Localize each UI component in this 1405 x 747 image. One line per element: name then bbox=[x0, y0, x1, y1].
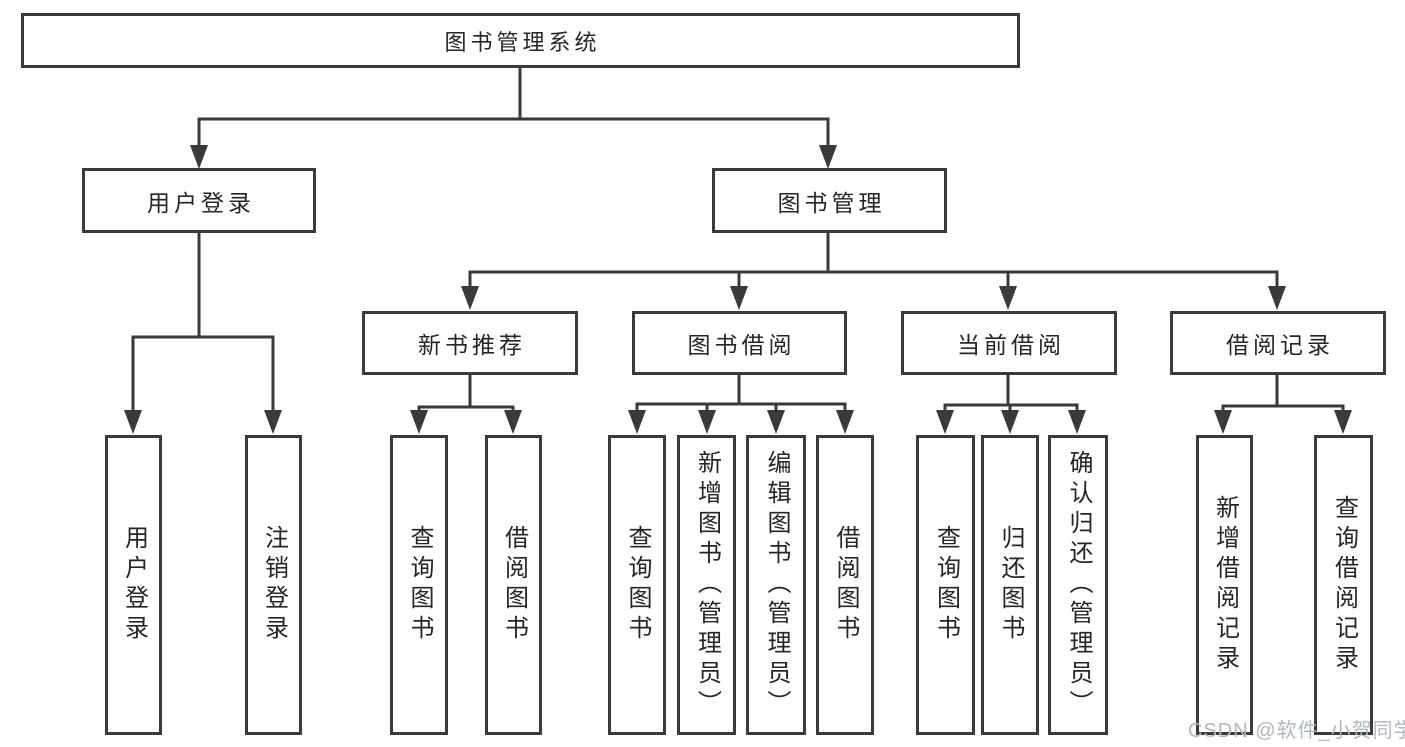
node-current-borrow: 当前借阅 bbox=[901, 311, 1117, 375]
node-root-system: 图书管理系统 bbox=[21, 13, 1020, 68]
leaf-logout-login: 注销登录 bbox=[245, 435, 302, 735]
node-user-login: 用户登录 bbox=[82, 168, 316, 233]
node-borrow-records: 借阅记录 bbox=[1170, 311, 1386, 375]
leaf-borrow-books: 借阅图书 bbox=[816, 435, 874, 735]
leaf-user-login: 用户登录 bbox=[105, 435, 162, 735]
node-book-management: 图书管理 bbox=[712, 168, 947, 233]
csdn-watermark: CSDN @软件_小贺同学 bbox=[1188, 720, 1405, 742]
leaf-add-borrow-record: 新增借阅记录 bbox=[1196, 435, 1253, 735]
arrowheads bbox=[124, 145, 1352, 434]
leaf-confirm-return-admin: 确认归还（管理员） bbox=[1048, 435, 1108, 735]
leaf-query-borrow-record: 查询借阅记录 bbox=[1314, 435, 1373, 735]
leaf-recommend-query-books: 查询图书 bbox=[390, 435, 448, 735]
leaf-add-books-admin: 新增图书（管理员） bbox=[677, 435, 736, 735]
leaf-recommend-borrow-books: 借阅图书 bbox=[485, 435, 542, 735]
leaf-borrow-query-books: 查询图书 bbox=[608, 435, 666, 735]
leaf-edit-books-admin: 编辑图书（管理员） bbox=[746, 435, 806, 735]
leaf-current-query-books: 查询图书 bbox=[916, 435, 975, 735]
node-new-book-recommend: 新书推荐 bbox=[362, 311, 578, 375]
node-book-borrow: 图书借阅 bbox=[632, 311, 847, 375]
leaf-return-books: 归还图书 bbox=[981, 435, 1039, 735]
